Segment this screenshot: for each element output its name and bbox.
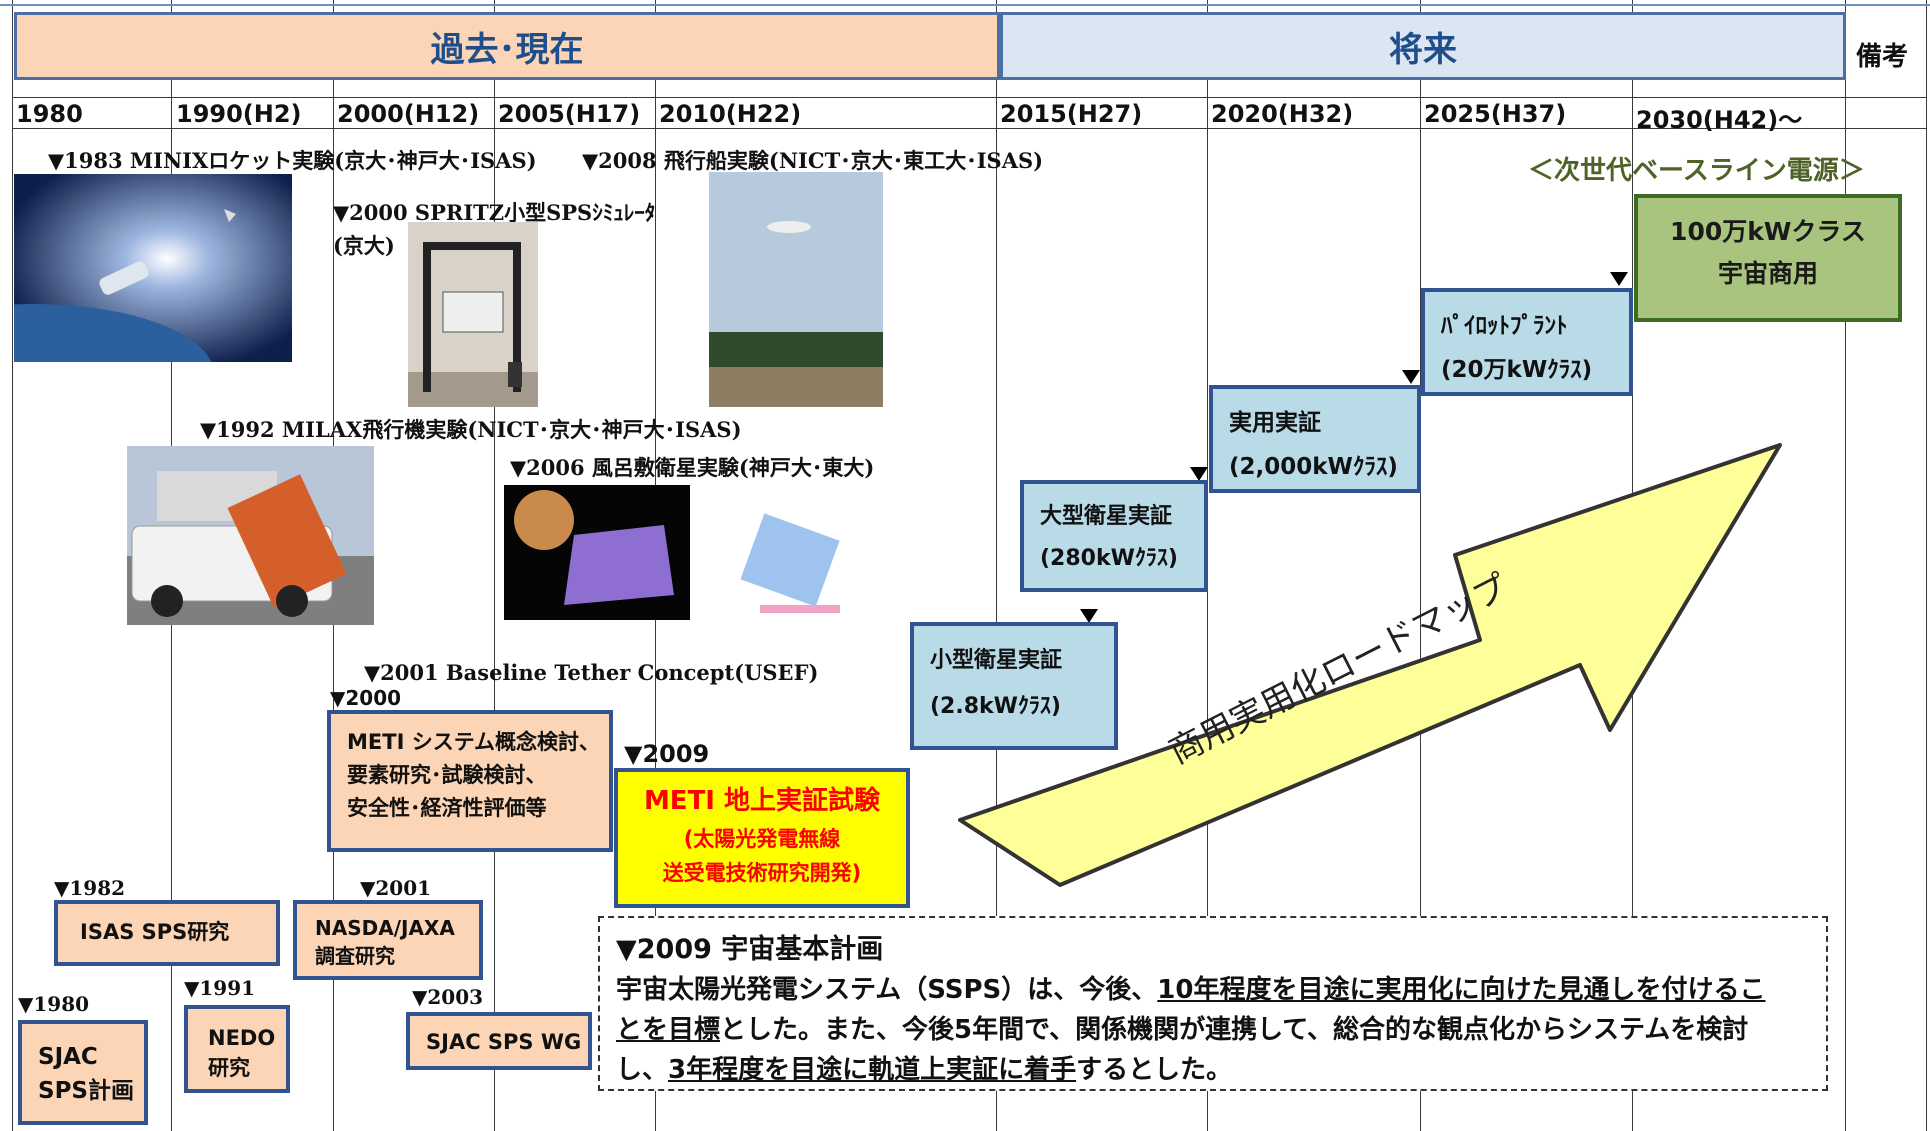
plan-line1-b: 10年程度を目途に実用化に向けた見通しを付けるこ bbox=[1157, 975, 1766, 1005]
plan-title: ▼2009 宇宙基本計画 bbox=[616, 934, 884, 965]
past-present-band: 過去･現在 bbox=[14, 12, 1000, 80]
marker-triangle bbox=[1190, 467, 1208, 481]
sjac-sps-plan-box: SJAC SPS計画 bbox=[18, 1020, 148, 1125]
marker-triangle bbox=[1080, 609, 1098, 623]
future-band: 将来 bbox=[1000, 12, 1846, 80]
meti2000-line1: METI システム概念検討、 bbox=[347, 730, 601, 754]
meti2009-line2: (太陽光発電無線 bbox=[683, 827, 841, 851]
event-2006-furoshiki: ▼2006 風呂敷衛星実験(神戸大･東大) bbox=[510, 455, 875, 480]
furoshiki-diagram-image bbox=[700, 485, 880, 620]
nedo-line1: NEDO bbox=[208, 1026, 276, 1050]
furoshiki-satellite-photo bbox=[504, 485, 690, 620]
meti2000-line3: 安全性･経済性評価等 bbox=[347, 796, 547, 820]
milax-airplane-photo bbox=[127, 446, 374, 625]
milestone-100mw-line2: 宇宙商用 bbox=[1717, 259, 1818, 288]
event-1983-minix: ▼1983 MINIXロケット実験(京大･神戸大･ISAS) bbox=[48, 148, 537, 173]
year-2015: 2015(H27) bbox=[1000, 100, 1143, 128]
event-2000-spritz-kyoto: (京大) bbox=[333, 233, 395, 258]
sjac-wg-tag: ▼2003 bbox=[412, 985, 484, 1009]
year-2025: 2025(H37) bbox=[1424, 100, 1567, 128]
milestone-small-satellite: 小型衛星実証 (2.8kWｸﾗｽ) bbox=[910, 622, 1118, 750]
milestone-practical-line1: 実用実証 bbox=[1229, 410, 1321, 436]
milestone-large-satellite: 大型衛星実証 (280kWｸﾗｽ) bbox=[1020, 480, 1208, 592]
year-2010: 2010(H22) bbox=[659, 100, 802, 128]
nasda-line2: 調査研究 bbox=[315, 944, 395, 968]
meti2000-tag: ▼2000 bbox=[330, 686, 402, 710]
meti-concept-study-box: METI システム概念検討、 要素研究･試験検討、 安全性･経済性評価等 bbox=[327, 710, 613, 852]
event-2001-tether: ▼2001 Baseline Tether Concept(USEF) bbox=[364, 660, 819, 685]
future-label: 将来 bbox=[1389, 29, 1457, 70]
nedo-line2: 研究 bbox=[208, 1056, 250, 1080]
meti2009-title: METI 地上実証試験 bbox=[643, 786, 881, 816]
milestone-pilot-line2: (20万kWｸﾗｽ) bbox=[1441, 357, 1593, 383]
meti2009-line3: 送受電技術研究開発) bbox=[662, 861, 862, 885]
meti-ground-test-box: METI 地上実証試験 (太陽光発電無線 送受電技術研究開発) bbox=[614, 768, 910, 908]
year-2000: 2000(H12) bbox=[337, 100, 480, 128]
milestone-large-line1: 大型衛星実証 bbox=[1040, 504, 1173, 529]
plan-line1: 宇宙太陽光発電システム（SSPS）は、今後、10年程度を目途に実用化に向けた見通… bbox=[616, 970, 1826, 1010]
plan-line3-b: 3年程度を目途に軌道上実証に着手 bbox=[668, 1055, 1077, 1085]
sjac-wg-label: SJAC SPS WG bbox=[426, 1030, 582, 1054]
remarks-header: 備考 bbox=[1856, 42, 1909, 72]
year-1990: 1990(H2) bbox=[176, 100, 302, 128]
nasda-tag: ▼2001 bbox=[360, 876, 432, 900]
sjac-plan-line1: SJAC bbox=[38, 1044, 98, 1070]
event-1992-milax: ▼1992 MILAX飛行機実験(NICT･京大･神戸大･ISAS) bbox=[200, 417, 742, 442]
event-2000-spritz: ▼2000 SPRITZ小型SPSｼﾐｭﾚｰﾀ bbox=[333, 200, 656, 225]
meti2000-line2: 要素研究･試験検討、 bbox=[347, 763, 547, 787]
plan-line3-c: するとした。 bbox=[1076, 1055, 1233, 1085]
plan-line2-a: とを目標 bbox=[616, 1015, 721, 1045]
milestone-small-line2: (2.8kWｸﾗｽ) bbox=[930, 694, 1061, 719]
plan-line2-b: とした。また、今後5年間で、関係機関が連携して、総合的な観点化からシステムを検討 bbox=[720, 1015, 1749, 1045]
isas-sps-research-box: ISAS SPS研究 bbox=[54, 900, 280, 966]
nedo-tag: ▼1991 bbox=[184, 976, 256, 1000]
minix-rocket-photo bbox=[14, 174, 292, 362]
marker-triangle bbox=[1610, 272, 1628, 286]
nedo-research-box: NEDO 研究 bbox=[184, 1005, 290, 1093]
marker-triangle bbox=[1402, 370, 1420, 384]
plan-line1-a: 宇宙太陽光発電システム（SSPS）は、今後、 bbox=[616, 975, 1158, 1005]
milestone-small-line1: 小型衛星実証 bbox=[930, 648, 1063, 673]
milestone-large-line2: (280kWｸﾗｽ) bbox=[1040, 546, 1178, 571]
sjac-plan-line2: SPS計画 bbox=[38, 1078, 134, 1104]
sjac-plan-tag: ▼1980 bbox=[18, 992, 90, 1016]
year-1980: 1980 bbox=[16, 100, 83, 128]
year-2030: 2030(H42)～ bbox=[1636, 106, 1803, 134]
commercial-roadmap-arrow bbox=[958, 443, 1782, 887]
event-2008-airship: ▼2008 飛行船実験(NICT･京大･東工大･ISAS) bbox=[582, 148, 1044, 173]
milestone-pilot-plant: ﾊﾟｲﾛｯﾄﾌﾟﾗﾝﾄ (20万kWｸﾗｽ) bbox=[1421, 288, 1633, 396]
plan-line3: し、3年程度を目途に軌道上実証に着手するとした。 bbox=[616, 1050, 1826, 1090]
isas-label: ISAS SPS研究 bbox=[80, 920, 230, 944]
milestone-practical-demo: 実用実証 (2,000kWｸﾗｽ) bbox=[1209, 385, 1421, 493]
past-present-label: 過去･現在 bbox=[430, 29, 584, 70]
meti2009-tag: ▼2009 bbox=[624, 740, 710, 768]
isas-tag: ▼1982 bbox=[54, 876, 126, 900]
year-2005: 2005(H17) bbox=[498, 100, 641, 128]
milestone-100mw-commercial: 100万kWクラス 宇宙商用 bbox=[1634, 194, 1902, 322]
milestone-practical-line2: (2,000kWｸﾗｽ) bbox=[1229, 454, 1398, 480]
plan-line2: とを目標とした。また、今後5年間で、関係機関が連携して、総合的な観点化からシステ… bbox=[616, 1010, 1826, 1050]
next-gen-baseline-label: ＜次世代ベースライン電源＞ bbox=[1528, 156, 1865, 186]
milestone-pilot-line1: ﾊﾟｲﾛｯﾄﾌﾟﾗﾝﾄ bbox=[1441, 313, 1568, 339]
nasda-line1: NASDA/JAXA bbox=[315, 916, 455, 940]
nasda-jaxa-research-box: NASDA/JAXA 調査研究 bbox=[293, 900, 483, 980]
milestone-100mw-line1: 100万kWクラス bbox=[1670, 217, 1866, 246]
sjac-sps-wg-box: SJAC SPS WG bbox=[406, 1012, 592, 1070]
year-2020: 2020(H32) bbox=[1211, 100, 1354, 128]
plan-line3-a: し、 bbox=[616, 1055, 669, 1085]
basic-space-plan-box: ▼2009 宇宙基本計画 宇宙太陽光発電システム（SSPS）は、今後、10年程度… bbox=[598, 916, 1828, 1091]
spritz-simulator-photo bbox=[408, 222, 538, 407]
airship-photo bbox=[709, 172, 883, 407]
